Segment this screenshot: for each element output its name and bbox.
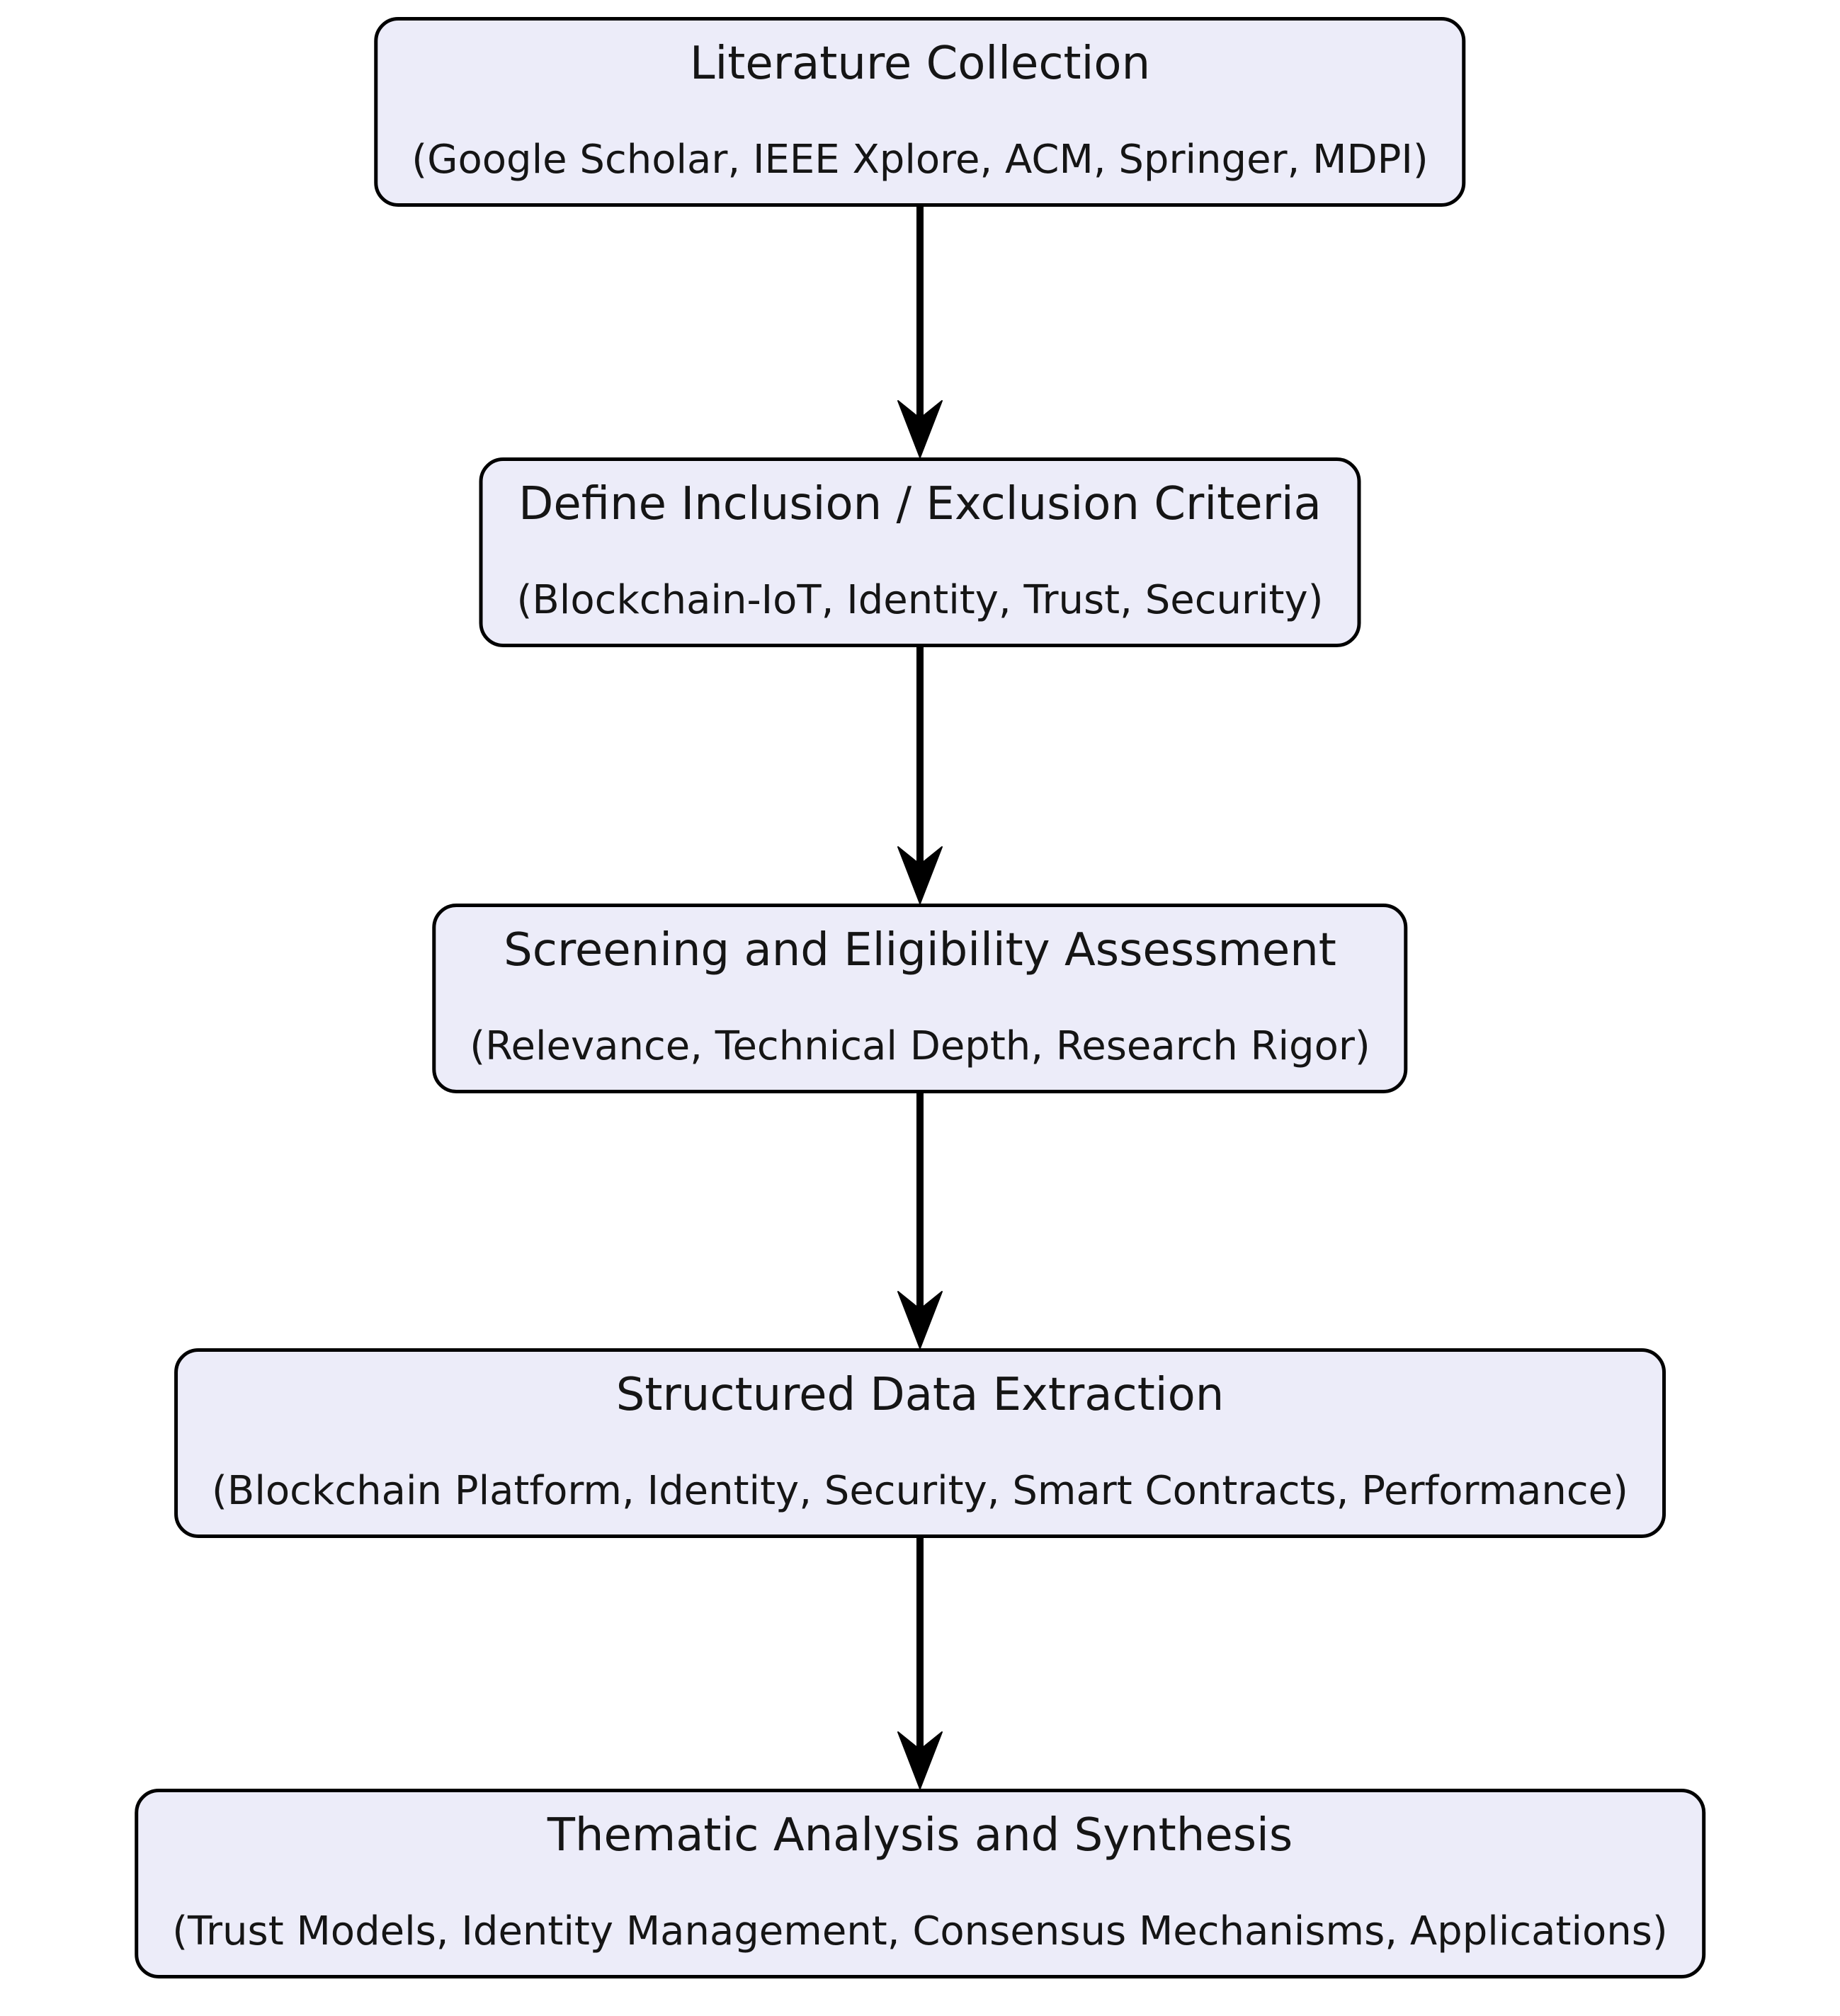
- flow-node-screening-eligibility: Screening and Eligibility Assessment (Re…: [432, 904, 1408, 1093]
- node-title: Literature Collection: [689, 38, 1151, 90]
- node-subtitle: (Blockchain-IoT, Identity, Trust, Securi…: [516, 577, 1324, 624]
- node-subtitle: (Relevance, Technical Depth, Research Ri…: [470, 1023, 1370, 1070]
- flow-node-literature-collection: Literature Collection (Google Scholar, I…: [374, 17, 1466, 207]
- arrow-down-icon: [888, 205, 952, 459]
- node-title: Thematic Analysis and Synthesis: [547, 1809, 1293, 1862]
- flow-node-structured-data-extraction: Structured Data Extraction (Blockchain P…: [174, 1348, 1666, 1538]
- arrow-down-icon: [888, 1092, 952, 1350]
- flow-node-inclusion-exclusion-criteria: Define Inclusion / Exclusion Criteria (B…: [479, 457, 1361, 647]
- node-subtitle: (Google Scholar, IEEE Xplore, ACM, Sprin…: [411, 137, 1429, 183]
- node-subtitle: (Blockchain Platform, Identity, Security…: [212, 1468, 1628, 1515]
- node-title: Screening and Eligibility Assessment: [504, 924, 1336, 976]
- arrow-down-icon: [888, 646, 952, 905]
- node-title: Structured Data Extraction: [615, 1369, 1225, 1421]
- node-title: Define Inclusion / Exclusion Criteria: [518, 478, 1322, 530]
- node-subtitle: (Trust Models, Identity Management, Cons…: [172, 1908, 1668, 1955]
- arrow-down-icon: [888, 1537, 952, 1790]
- flow-node-thematic-analysis: Thematic Analysis and Synthesis (Trust M…: [135, 1789, 1705, 1978]
